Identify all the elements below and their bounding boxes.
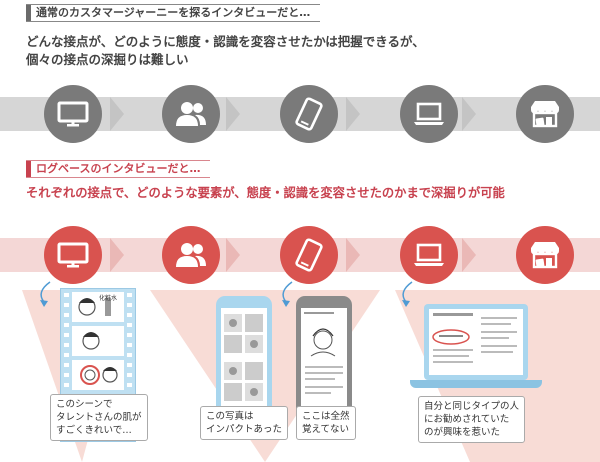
chevron-arrow — [110, 238, 124, 272]
chevron-arrow — [346, 238, 360, 272]
lead-text-log: それぞれの接点で、どのような要素が、態度・認識を変容させたのかまで深掘りが可能 — [26, 184, 594, 202]
arrow-head-icon — [40, 300, 48, 307]
caption-line: にお勧めされていた — [424, 413, 519, 426]
laptop-icon — [411, 96, 447, 132]
section-tag-log-interview: ログベースのインタビューだと… — [26, 160, 210, 178]
lead-normal-line1: どんな接点が、どのように態度・認識を変容させたかは把握できるが、 — [26, 33, 586, 51]
laptop-base — [410, 380, 542, 388]
tv-icon — [55, 96, 91, 132]
store-icon — [527, 237, 563, 273]
touchpoint-laptop-red — [400, 226, 458, 284]
caption-line: この写真は — [206, 410, 282, 423]
caption-not-remembered: ここは全然 覚えてない — [296, 406, 356, 440]
caption-photo-impact: この写真は インパクトあった — [200, 406, 288, 440]
photo-grid-drawing — [221, 308, 267, 408]
touchpoint-store-gray — [516, 85, 574, 143]
caption-line: このシーンで — [56, 398, 142, 411]
lead-normal-line2: 個々の接点の深掘りは難しい — [26, 51, 586, 69]
tv-icon — [55, 237, 91, 273]
caption-line: ここは全然 — [302, 410, 350, 423]
smartphone-icon — [291, 237, 327, 273]
curved-arrow-icon — [283, 282, 292, 302]
film-product-label: 化粧水 — [99, 295, 117, 302]
chevron-arrow — [346, 97, 360, 131]
touchpoint-store-red — [516, 226, 574, 284]
store-icon — [527, 96, 563, 132]
caption-tv-scene: このシーンで タレントさんの肌が すごくきれいで… — [50, 394, 148, 441]
laptop-screen-mockup — [424, 304, 528, 380]
touchpoint-laptop-gray — [400, 85, 458, 143]
people-icon — [173, 96, 209, 132]
laptop-screen — [429, 309, 523, 375]
caption-line: のが興味を惹いた — [424, 426, 519, 439]
chevron-arrow — [226, 97, 240, 131]
chevron-arrow — [462, 238, 476, 272]
touchpoint-people-red — [162, 226, 220, 284]
arrow-head-icon — [402, 300, 410, 307]
touchpoint-smartphone-red — [280, 226, 338, 284]
phone-screen — [301, 308, 347, 408]
chevron-arrow — [462, 97, 476, 131]
curved-arrow-icon — [403, 282, 412, 302]
curved-arrow-icon — [41, 282, 50, 302]
article-drawing — [301, 308, 347, 408]
laptop-icon — [411, 237, 447, 273]
arrow-head-icon — [282, 300, 290, 307]
lead-text-normal: どんな接点が、どのように態度・認識を変容させたかは把握できるが、 個々の接点の深… — [26, 33, 586, 69]
chevron-arrow — [110, 97, 124, 131]
review-page-drawing — [429, 309, 523, 375]
touchpoint-people-gray — [162, 85, 220, 143]
caption-recommended: 自分と同じタイプの人 にお勧めされていた のが興味を惹いた — [418, 396, 525, 443]
smartphone-icon — [291, 96, 327, 132]
caption-line: 自分と同じタイプの人 — [424, 400, 519, 413]
phone-screen — [221, 308, 267, 408]
touchpoint-smartphone-gray — [280, 85, 338, 143]
people-icon — [173, 237, 209, 273]
touchpoint-tv-red — [44, 226, 102, 284]
caption-line: 覚えてない — [302, 423, 350, 436]
caption-line: インパクトあった — [206, 423, 282, 436]
touchpoint-tv-gray — [44, 85, 102, 143]
caption-line: タレントさんの肌が — [56, 411, 142, 424]
chevron-arrow — [226, 238, 240, 272]
caption-line: すごくきれいで… — [56, 424, 142, 437]
section-tag-normal-interview: 通常のカスタマージャーニーを探るインタビューだと… — [26, 4, 320, 22]
